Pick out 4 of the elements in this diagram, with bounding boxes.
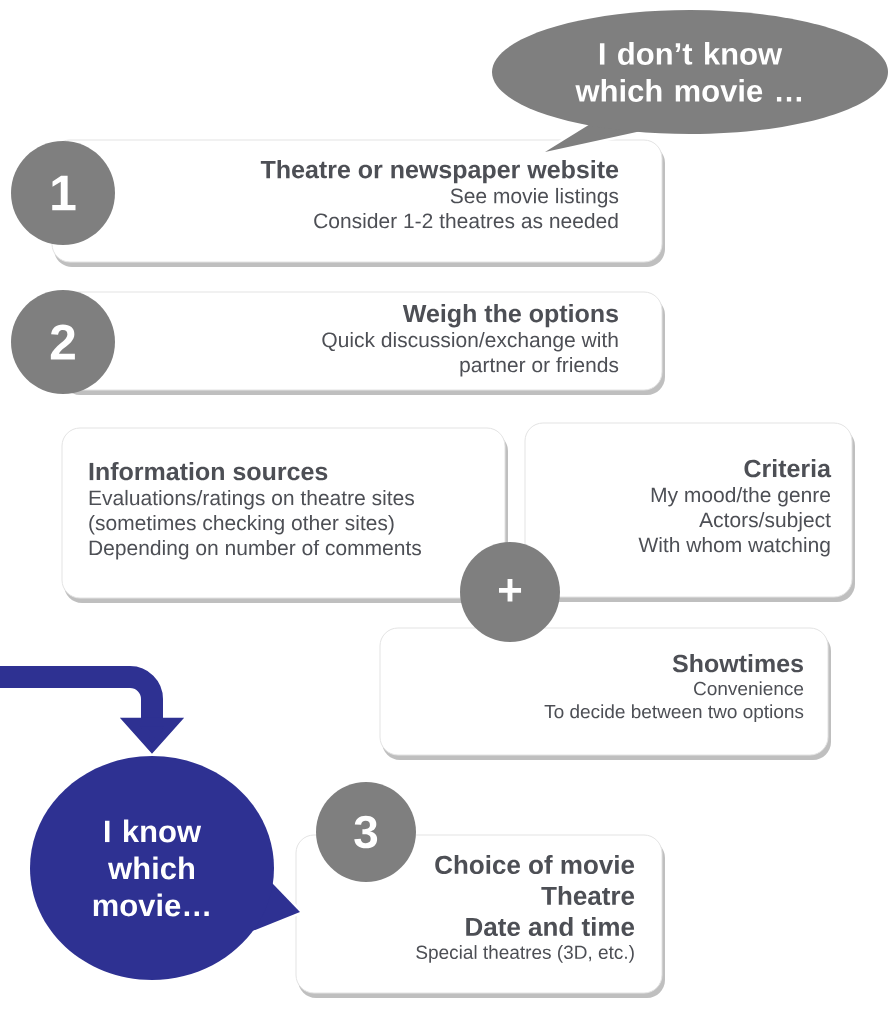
info-box: Criteria My mood/the genre Actors/subject With whom watching [524, 422, 855, 602]
speech-bubble: I don’t know which movie … [489, 7, 891, 155]
speech-bubble: I know which movie… [27, 753, 303, 983]
info-box: Showtimes Convenience To decide between two options [379, 627, 831, 760]
